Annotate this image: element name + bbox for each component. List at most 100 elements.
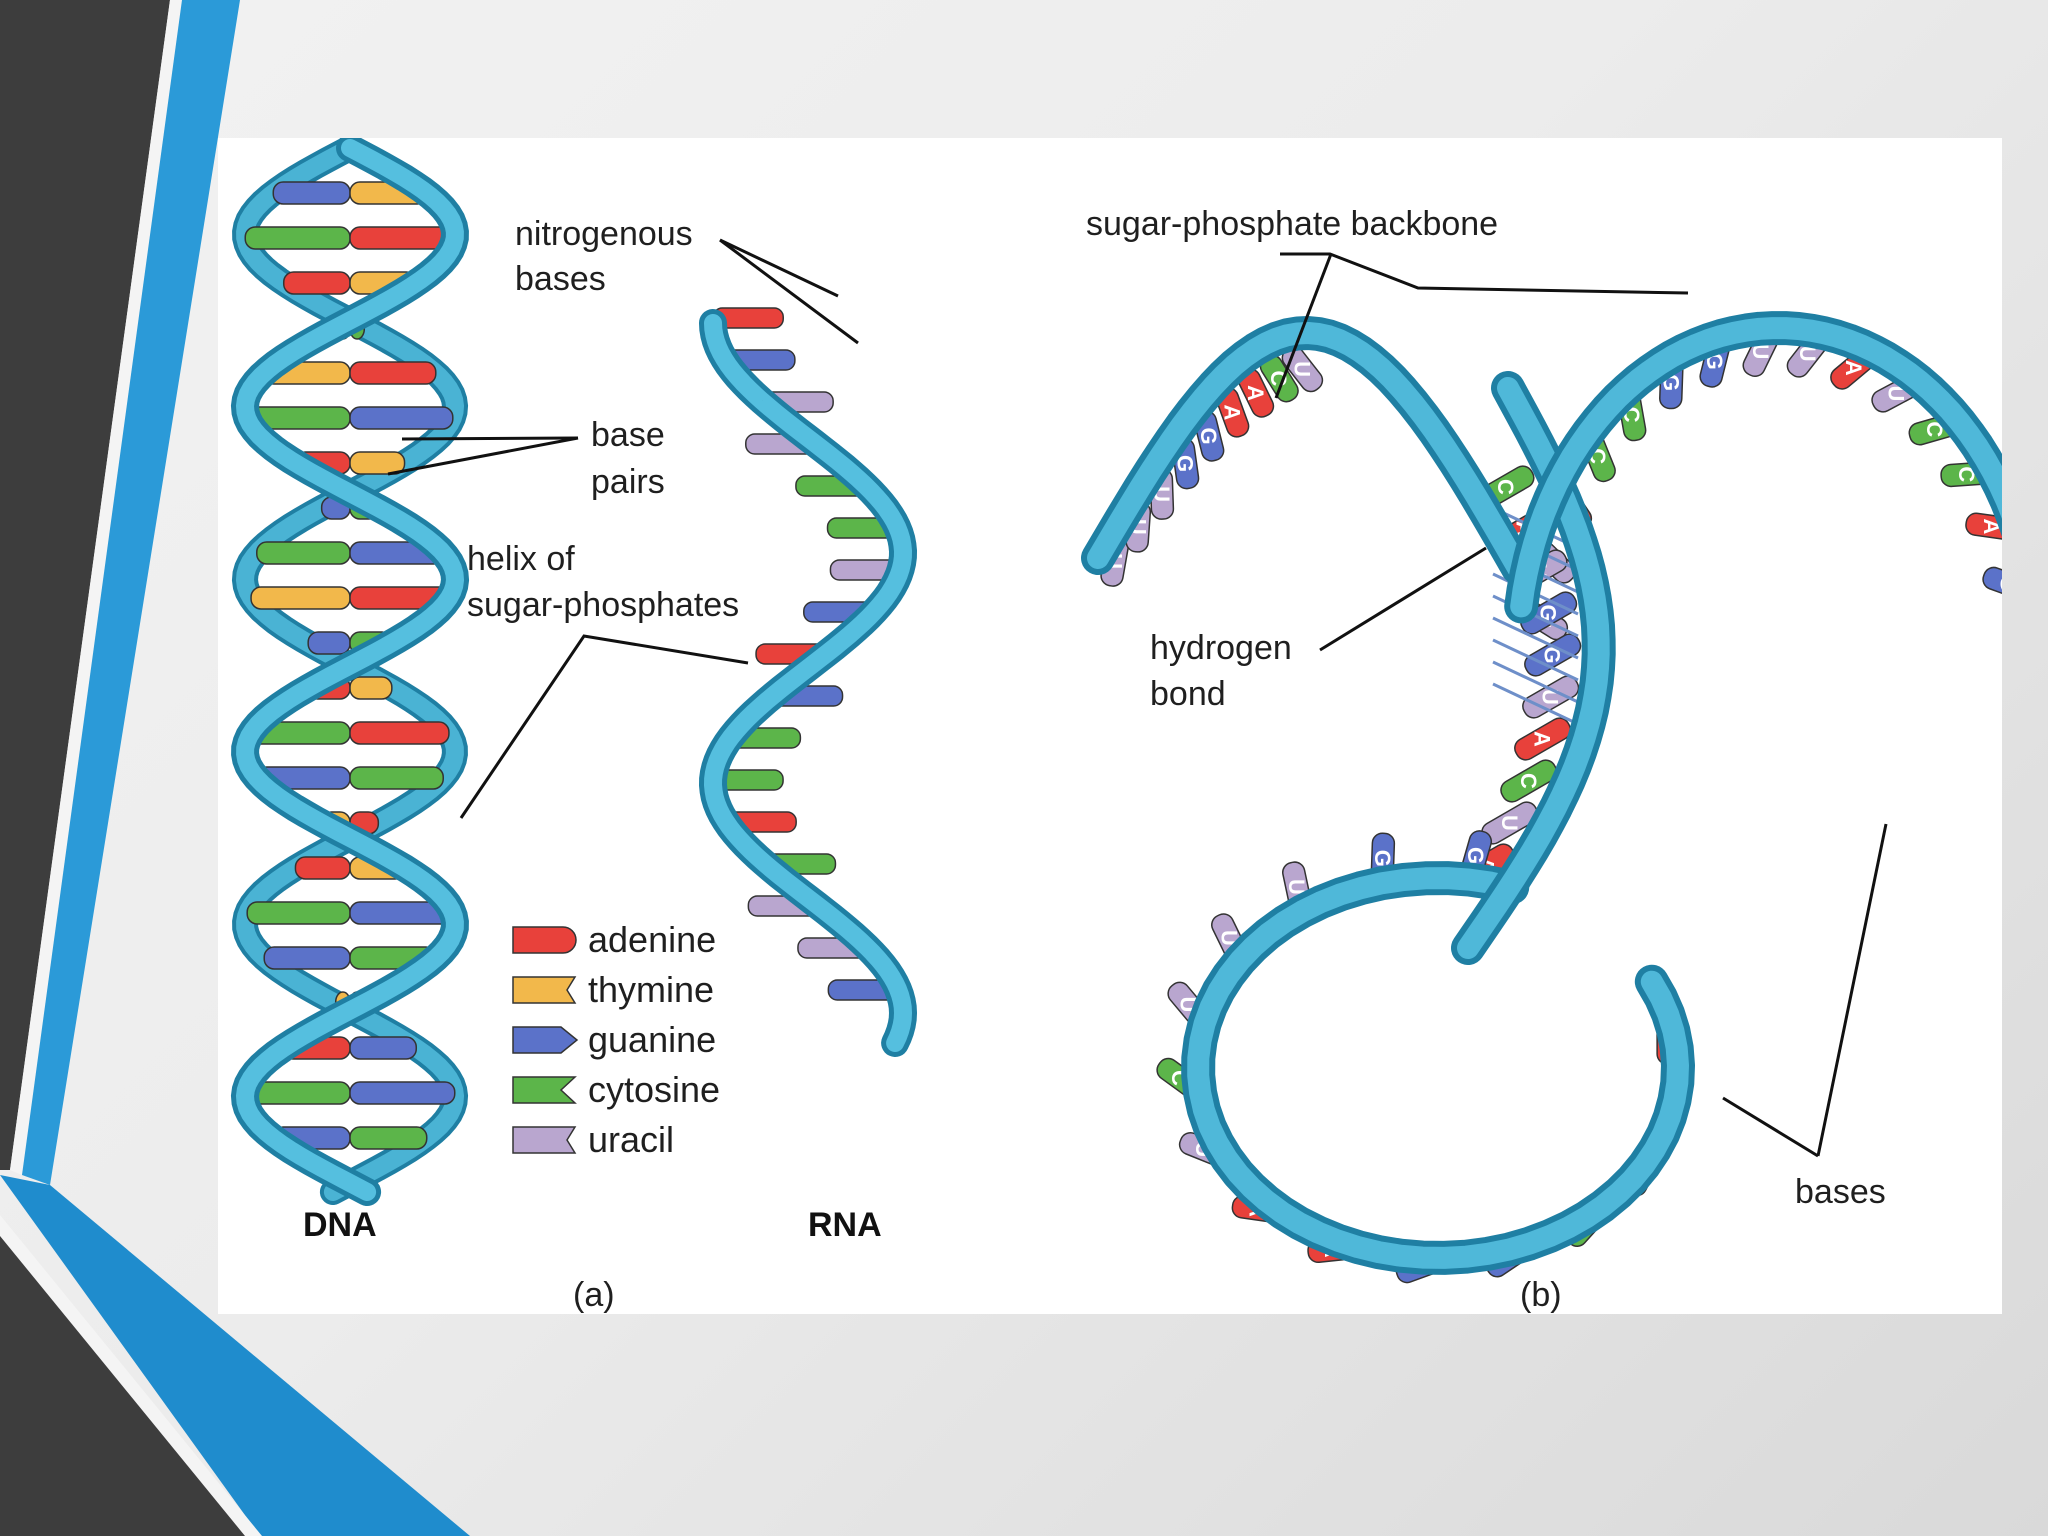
hydrogen-pointer bbox=[1319, 546, 1487, 652]
hydrogen-bond-line bbox=[1492, 660, 1579, 704]
dna-base-guanine bbox=[349, 1036, 418, 1060]
dna-base-guanine bbox=[263, 946, 351, 970]
dark-stripe-top bbox=[0, 0, 170, 1170]
dna-base-adenine bbox=[282, 271, 351, 295]
dna-base-adenine bbox=[294, 856, 351, 880]
svg-text:A: A bbox=[1243, 385, 1268, 401]
legend-swatch-guanine bbox=[512, 1026, 579, 1054]
svg-text:U: U bbox=[1748, 343, 1773, 359]
white-gap-bottom bbox=[0, 1215, 262, 1536]
dna-base-guanine bbox=[349, 406, 454, 430]
hydrogen-bond-line bbox=[1492, 682, 1579, 726]
legend-label-adenine: adenine bbox=[588, 919, 716, 960]
svg-text:C: C bbox=[1516, 773, 1541, 789]
legend-label-cytosine: cytosine bbox=[588, 1069, 720, 1110]
svg-text:U: U bbox=[1284, 879, 1309, 895]
rna-dna-figure: nitrogenous bases base pairs helix of su… bbox=[230, 138, 2002, 1314]
legend-swatch-uracil bbox=[512, 1126, 577, 1154]
dna-base-cytosine bbox=[246, 901, 351, 925]
white-gap-top bbox=[10, 0, 182, 1175]
trna-left-arm-highlight bbox=[1087, 322, 1529, 579]
nitrogenous-label-2: bases bbox=[515, 260, 606, 298]
svg-text:A: A bbox=[1979, 519, 2002, 535]
blue-stripe-bottom bbox=[0, 1175, 470, 1536]
base-pairs-label-1: base bbox=[591, 416, 665, 454]
legend-label-thymine: thymine bbox=[588, 969, 714, 1010]
dna-base-guanine bbox=[272, 181, 351, 205]
trna-base-guanine: G bbox=[1520, 591, 1578, 635]
trna-base-adenine: A bbox=[1965, 512, 2002, 541]
svg-text:G: G bbox=[1463, 847, 1488, 864]
svg-text:A: A bbox=[1841, 360, 1866, 376]
caption-a: (a) bbox=[573, 1276, 615, 1314]
dna-base-adenine bbox=[349, 361, 437, 385]
dna-base-cytosine bbox=[349, 1126, 428, 1150]
svg-text:U: U bbox=[1289, 361, 1314, 377]
rna-label: RNA bbox=[808, 1206, 882, 1244]
svg-text:G: G bbox=[1196, 428, 1221, 445]
base-legend: adenine thymine guanine cytosine uracil bbox=[512, 919, 720, 1160]
legend-swatch-adenine bbox=[512, 926, 577, 954]
rna-strand bbox=[698, 307, 918, 1057]
nitrogenous-label-1: nitrogenous bbox=[515, 215, 693, 253]
bases-pointer-left bbox=[1722, 1096, 1819, 1158]
svg-text:U: U bbox=[1884, 385, 1909, 401]
svg-text:A: A bbox=[1530, 731, 1555, 747]
dna-base-adenine bbox=[349, 721, 450, 745]
figure-panel: nitrogenous bases base pairs helix of su… bbox=[218, 138, 2002, 1314]
svg-text:G: G bbox=[1540, 646, 1565, 663]
trna-bottom-loop-highlight bbox=[1187, 867, 1689, 1269]
helix-label-1: helix of bbox=[467, 540, 575, 578]
base-pairs-label-2: pairs bbox=[591, 463, 665, 501]
trna-base-guanine: G bbox=[1524, 633, 1582, 677]
dna-base-guanine bbox=[349, 1081, 456, 1105]
dna-label: DNA bbox=[303, 1206, 377, 1244]
blue-stripe-top bbox=[22, 0, 240, 1185]
svg-text:G: G bbox=[1370, 850, 1395, 867]
helix-label-2: sugar-phosphates bbox=[467, 586, 739, 624]
svg-text:U: U bbox=[1795, 346, 1820, 362]
dna-base-guanine bbox=[307, 631, 351, 655]
backbone-pointer-right bbox=[1280, 252, 1689, 295]
base-pairs-pointer-1 bbox=[401, 436, 579, 441]
svg-text:C: C bbox=[1266, 371, 1291, 387]
dna-strand-front-highlight bbox=[235, 139, 465, 1201]
dna-base-cytosine bbox=[244, 226, 351, 250]
dna-base-thymine bbox=[250, 586, 351, 610]
dna-base-thymine bbox=[349, 676, 393, 700]
trna-base-adenine: A bbox=[1514, 717, 1572, 761]
caption-b: (b) bbox=[1520, 1276, 1562, 1314]
bases-label: bases bbox=[1795, 1173, 1886, 1211]
trna-molecule: UUUGGAACUGACCUAUUGGCCAUUCAUGGUACUAAAUCGG… bbox=[1081, 311, 2002, 1284]
legend-label-guanine: guanine bbox=[588, 1019, 716, 1060]
svg-text:U: U bbox=[1497, 815, 1522, 831]
trna-base-cytosine: C bbox=[1500, 759, 1558, 803]
legend-swatch-thymine bbox=[512, 976, 577, 1004]
svg-text:G: G bbox=[1995, 575, 2002, 592]
hydrogen-label-1: hydrogen bbox=[1150, 629, 1292, 667]
legend-label-uracil: uracil bbox=[588, 1119, 674, 1160]
dna-base-cytosine bbox=[349, 766, 444, 790]
dna-base-cytosine bbox=[256, 541, 351, 565]
rna-backbone-highlight bbox=[703, 314, 913, 1052]
bases-pointer-right bbox=[1816, 823, 1888, 1157]
trna-base-adenine: A bbox=[1237, 368, 1275, 418]
trna-base-guanine: G bbox=[1982, 566, 2002, 602]
legend-swatch-cytosine bbox=[512, 1076, 577, 1104]
hydrogen-bond-line bbox=[1492, 638, 1579, 682]
svg-text:A: A bbox=[1220, 404, 1245, 420]
nitrogenous-pointer-1 bbox=[719, 238, 839, 298]
hydrogen-label-2: bond bbox=[1150, 675, 1226, 713]
nitrogenous-pointer-2 bbox=[719, 238, 859, 345]
backbone-label: sugar-phosphate backbone bbox=[1086, 205, 1498, 243]
helix-pointer bbox=[459, 634, 749, 819]
svg-text:G: G bbox=[1172, 455, 1197, 472]
backbone-pointer-left bbox=[1274, 253, 1333, 399]
svg-text:G: G bbox=[1536, 604, 1561, 621]
base-pairs-pointer-2 bbox=[387, 436, 579, 476]
dna-base-thymine bbox=[349, 451, 406, 475]
trna-right-arc-highlight bbox=[1510, 317, 2002, 618]
dna-front-strand bbox=[230, 138, 470, 1206]
svg-text:C: C bbox=[1493, 479, 1518, 495]
